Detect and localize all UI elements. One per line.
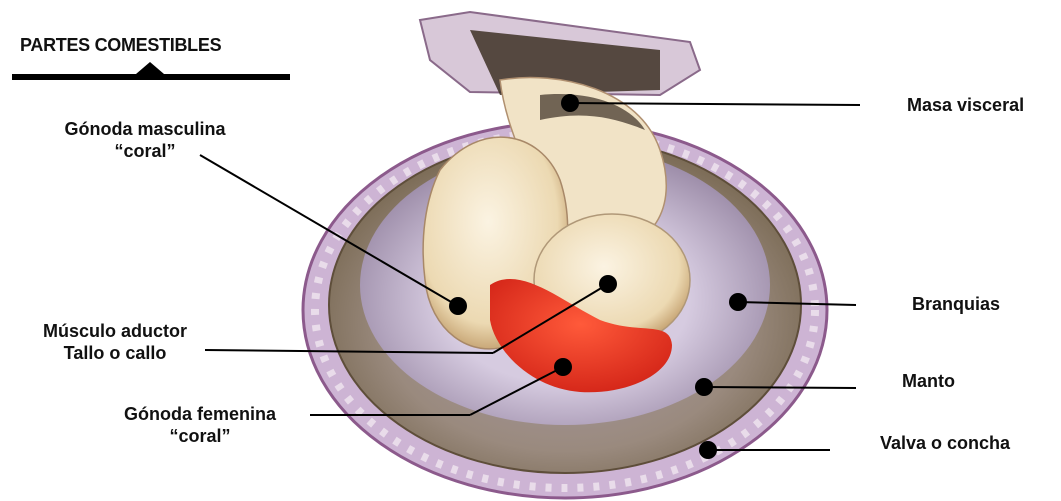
heading-partes-comestibles: PARTES COMESTIBLES bbox=[20, 35, 221, 56]
dot-gonada-femenina bbox=[554, 358, 572, 376]
label-musculo-aductor-line1: Músculo aductor bbox=[20, 320, 210, 342]
dot-masa-visceral bbox=[561, 94, 579, 112]
heading-underline bbox=[12, 62, 290, 80]
label-gonada-masculina-line1: Gónoda masculina bbox=[30, 118, 260, 140]
label-masa-visceral: Masa visceral bbox=[907, 94, 1024, 116]
label-gonada-masculina-line2: “coral” bbox=[30, 140, 260, 162]
dot-gonada-masculina bbox=[449, 297, 467, 315]
dot-branquias bbox=[729, 293, 747, 311]
label-musculo-aductor-line2: Tallo o callo bbox=[20, 342, 210, 364]
label-gonada-masculina: Gónoda masculina “coral” bbox=[30, 118, 260, 162]
label-manto: Manto bbox=[902, 370, 955, 392]
dot-valva bbox=[699, 441, 717, 459]
label-gonada-femenina-line2: “coral” bbox=[85, 425, 315, 447]
label-branquias: Branquias bbox=[912, 293, 1000, 315]
label-musculo-aductor: Músculo aductor Tallo o callo bbox=[20, 320, 210, 364]
label-gonada-femenina: Gónoda femenina “coral” bbox=[85, 403, 315, 447]
dot-musculo bbox=[599, 275, 617, 293]
pointer-manto bbox=[704, 387, 856, 388]
label-valva: Valva o concha bbox=[880, 432, 1010, 454]
dot-manto bbox=[695, 378, 713, 396]
label-gonada-femenina-line1: Gónoda femenina bbox=[85, 403, 315, 425]
